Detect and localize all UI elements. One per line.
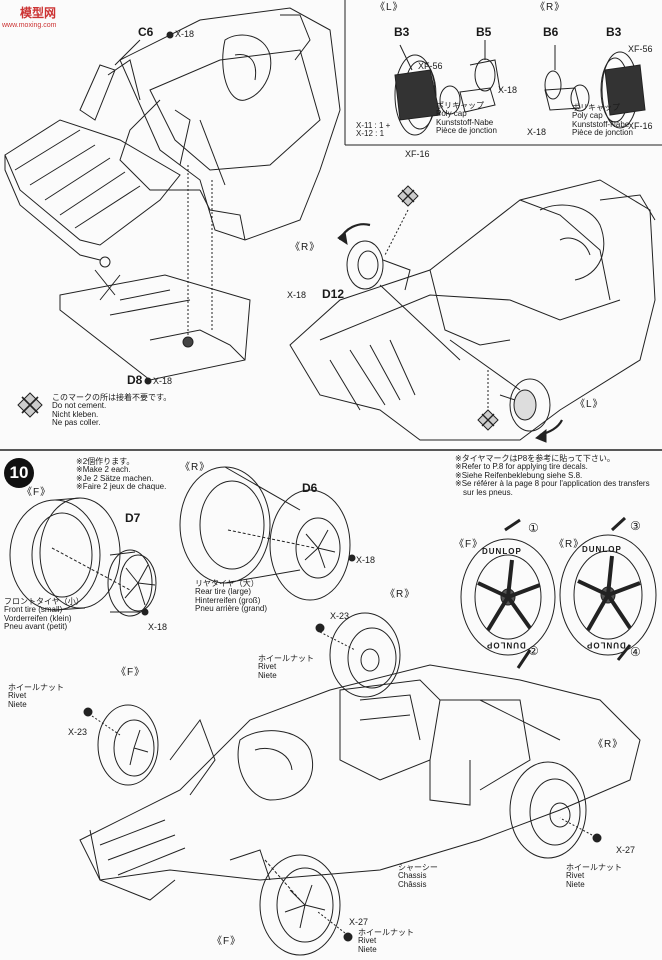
decal-number: ① (528, 521, 539, 535)
paint-mix-label: X-11 : 1 + X-12 : 1 (356, 121, 391, 139)
paint-label: X-23 (330, 611, 350, 621)
side-label-right: 《R》 (535, 2, 566, 13)
paint-label: X-18 (498, 85, 518, 95)
decal-number: ② (528, 644, 539, 658)
paint-label: XF-56 (418, 61, 443, 71)
paint-label: X-18 (148, 622, 168, 632)
part-label-d7: D7 (125, 511, 141, 525)
wheel-nut-label: ホイールナット Rivet Niete (8, 683, 64, 709)
paint-label: X-18 (287, 290, 307, 300)
rear-tire-drawing (179, 466, 356, 601)
paint-label: XF-56 (628, 44, 653, 54)
rear-tire-label: リヤタイヤ（大） Rear tire (large) Hinterreifen … (195, 579, 268, 614)
side-label-front: 《F》 (22, 487, 52, 498)
front-tire-drawing (9, 497, 157, 617)
wheel-nut-label: ホイールナット Rivet Niete (566, 863, 622, 889)
part-label-d8: D8 (127, 373, 143, 387)
paint-label: XF-16 (405, 149, 430, 159)
rear-wing-chassis-drawing (4, 7, 341, 381)
poly-cap-label: ポリキャップ Poly cap Kunststoff-Nabe Pièce de… (436, 101, 497, 136)
part-label-b3: B3 (606, 25, 622, 39)
hub-inset-drawing (394, 40, 646, 136)
part-label-b6: B6 (543, 25, 559, 39)
side-label-rear: 《R》 (593, 739, 624, 750)
part-label-d12: D12 (322, 287, 345, 301)
side-label-left: 《L》 (575, 399, 604, 410)
wheel-nut-label: ホイールナット Rivet Niete (358, 928, 414, 954)
paint-label: X-23 (68, 727, 88, 737)
watermark-site-name: 模型网 (20, 6, 57, 20)
paint-label: X-18 (175, 29, 195, 39)
part-label-d6: D6 (302, 481, 318, 495)
wheel-nut-label: ホイールナット Rivet Niete (258, 654, 314, 680)
tire-brand-text: DUNLOP (486, 640, 526, 650)
paint-label: X-18 (153, 376, 173, 386)
chassis-label: シャーシー Chassis Châssis (398, 863, 438, 889)
paint-label: X-18 (527, 127, 547, 137)
part-label-b3: B3 (394, 25, 410, 39)
paint-dot (144, 377, 152, 385)
tire-decal-rear-drawing (559, 516, 657, 661)
side-label-left: 《L》 (375, 2, 404, 13)
side-label-front: 《F》 (116, 667, 146, 678)
side-label-rear: 《R》 (385, 589, 416, 600)
decal-number: ④ (630, 645, 641, 659)
side-label-right: 《R》 (290, 242, 321, 253)
paint-label: X-27 (349, 917, 369, 927)
tire-brand-text: DUNLOP (482, 547, 522, 556)
poly-cap-label: ポリキャップ Poly cap Kunststoff-Nabe Pièce de… (572, 103, 633, 138)
tire-brand-text: DUNLOP (582, 545, 622, 554)
side-label-front: 《F》 (212, 936, 242, 947)
paint-label: X-27 (616, 845, 636, 855)
hub-assembly-chassis-drawing (289, 179, 656, 443)
no-cement-note: このマークの所は接着不要です。 Do not cement. Nicht kle… (52, 393, 172, 428)
tire-decal-front-drawing (460, 518, 556, 669)
front-tire-label: フロントタイヤ（小） Front tire (small) Vorderreif… (4, 597, 84, 632)
paint-label: X-18 (356, 555, 376, 565)
tire-brand-text: DUNLOP (586, 640, 626, 650)
final-chassis-drawing (79, 612, 641, 956)
side-label-rear: 《R》 (554, 539, 585, 550)
no-cement-icon (17, 392, 43, 418)
side-label-rear: 《R》 (180, 462, 211, 473)
part-label-b5: B5 (476, 25, 492, 39)
side-label-front: 《F》 (454, 539, 484, 550)
tire-decal-note: ※タイヤマークはP8を参考に貼って下さい。 ※Refer to P.8 for … (455, 454, 650, 497)
paint-dot (166, 31, 174, 39)
step-number-badge: 10 (4, 458, 34, 488)
paint-label: XF-16 (628, 121, 653, 131)
make-two-note: ※2個作ります。 ※Make 2 each. ※Je 2 Sätze mache… (76, 457, 167, 492)
decal-number: ③ (630, 519, 641, 533)
watermark-url: www.moxing.com (2, 22, 57, 29)
part-label-c6: C6 (138, 25, 154, 39)
